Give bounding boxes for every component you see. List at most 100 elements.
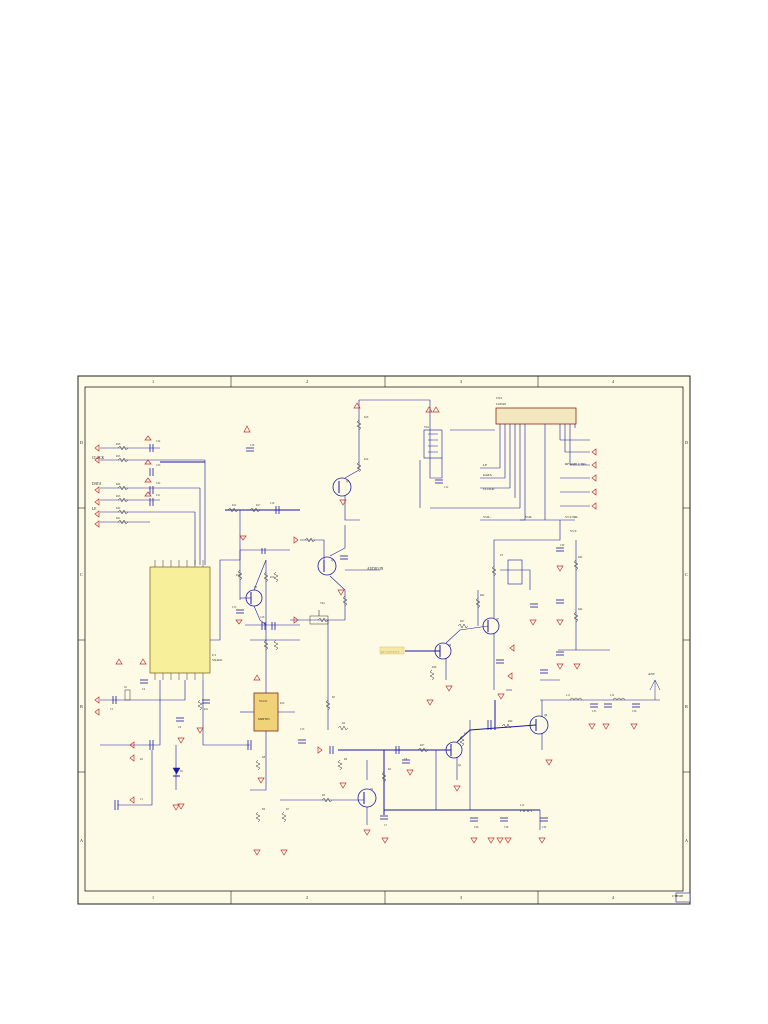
svg-text:C16: C16	[260, 616, 265, 619]
svg-text:Q8: Q8	[544, 714, 548, 717]
svg-text:R8: R8	[262, 756, 266, 759]
svg-text:C18: C18	[250, 444, 255, 447]
svg-text:R22: R22	[116, 507, 121, 510]
svg-text:R15: R15	[236, 574, 241, 577]
svg-text:R40: R40	[508, 720, 513, 723]
svg-text:Q6: Q6	[448, 644, 452, 647]
svg-text:R5: R5	[332, 696, 336, 699]
u1-part: SX4OL	[212, 658, 223, 662]
row-label-C-right: C	[685, 572, 688, 577]
svg-text:R16: R16	[364, 416, 369, 419]
svg-text:D1: D1	[180, 770, 184, 773]
col-label-1-top: 1	[152, 379, 154, 384]
u1-ref: U1	[212, 653, 216, 657]
col-label-4-top: 4	[612, 379, 615, 384]
svg-text:L12: L12	[610, 694, 615, 697]
input-network: CLOCK DATA LE	[92, 435, 206, 565]
cn1-ref: CN1	[496, 396, 502, 400]
net-vcctrl: VCCTRL	[565, 515, 578, 519]
output-filter	[519, 679, 661, 813]
svg-text:R23: R23	[116, 495, 121, 498]
net-le-right: LE	[483, 463, 487, 467]
svg-text:C13: C13	[300, 728, 305, 731]
svg-text:R4: R4	[342, 722, 346, 725]
vco-module: VCO1 MRFS05	[240, 560, 295, 791]
svg-text:R21: R21	[116, 517, 121, 520]
svg-text:SW1: SW1	[424, 426, 430, 429]
svg-text:R17: R17	[256, 504, 261, 507]
col-label-1-bottom: 1	[152, 895, 154, 900]
svg-text:R2: R2	[388, 768, 392, 771]
crystal-section	[94, 658, 204, 811]
svg-text:R24: R24	[116, 483, 121, 486]
col-label-3-top: 3	[460, 379, 462, 384]
svg-text:R12: R12	[232, 504, 237, 507]
svg-text:C12: C12	[444, 486, 449, 489]
net-clock-left: CLOCK	[92, 456, 105, 460]
svg-text:C28: C28	[504, 826, 509, 829]
svg-text:U3: U3	[500, 554, 504, 557]
vco-part: MRFS05	[258, 717, 270, 721]
svg-text:Q5: Q5	[254, 586, 258, 589]
svg-text:C6: C6	[178, 726, 182, 729]
svg-text:C5: C5	[110, 708, 114, 711]
row-label-D-right: D	[685, 440, 688, 445]
resistors	[197, 419, 579, 823]
col-label-3-bottom: 3	[460, 895, 462, 900]
net-vol-right: VOL	[525, 515, 532, 519]
switch-block	[423, 429, 443, 479]
svg-text:C34: C34	[542, 826, 547, 829]
svg-text:C22: C22	[156, 482, 161, 485]
svg-text:C15: C15	[232, 606, 237, 609]
svg-text:C26: C26	[474, 826, 479, 829]
svg-text:C24: C24	[156, 440, 161, 443]
net-audio-in: AUDIO IN	[367, 567, 384, 571]
vco-ref: VCO1	[259, 699, 268, 703]
svg-text:R43: R43	[578, 556, 583, 559]
svg-text:C39: C39	[560, 544, 565, 547]
svg-text:R3: R3	[322, 794, 326, 797]
connector-cn1: CN1 CON20 LE DATA CLOCK VOL- VOL RF AMP …	[419, 396, 590, 521]
net-clock-right: CLOCK	[483, 487, 495, 491]
footer-box	[675, 892, 691, 903]
svg-text:C19: C19	[270, 502, 275, 505]
svg-text:R13: R13	[270, 576, 275, 579]
row-label-D-left: D	[80, 440, 83, 445]
capacitors	[202, 447, 640, 822]
cn1-part: CON20	[496, 402, 506, 406]
svg-text:L11: L11	[566, 694, 571, 697]
trimmer	[309, 610, 329, 625]
svg-text:Q1: Q1	[458, 764, 462, 767]
row-label-B-right: B	[685, 704, 688, 709]
ground-symbols	[177, 402, 638, 856]
svg-text:L13: L13	[520, 804, 525, 807]
row-label-C-left: C	[80, 572, 83, 577]
net-data-right: DATA	[483, 473, 492, 477]
row-label-A-right: A	[685, 838, 688, 843]
svg-text:R1: R1	[140, 758, 144, 761]
svg-text:C36: C36	[632, 710, 637, 713]
svg-text:R6: R6	[344, 758, 348, 761]
net-data-left: DATA	[92, 482, 102, 486]
svg-text:X1: X1	[124, 686, 128, 689]
net-rf-ampctrl: RF AMP CTRL	[565, 462, 587, 466]
svg-text:R9: R9	[262, 808, 266, 811]
ic-u1: U1 SX4OL	[149, 461, 250, 746]
net-antenna: ANT	[648, 672, 656, 676]
net-vol-left: VOL-	[483, 515, 491, 519]
svg-text:Q4: Q4	[346, 480, 350, 483]
col-label-2-top: 2	[306, 379, 308, 384]
row-label-B-left: B	[80, 704, 83, 709]
svg-text:R14: R14	[364, 458, 369, 461]
svg-text:C35: C35	[592, 710, 597, 713]
svg-text:R11: R11	[204, 708, 209, 711]
row-label-A-left: A	[80, 838, 83, 843]
svg-text:C4: C4	[142, 688, 146, 691]
col-label-4-bottom: 4	[612, 895, 615, 900]
net-vcc: VCC	[570, 529, 578, 533]
svg-text:R10: R10	[280, 702, 285, 705]
svg-text:C8: C8	[404, 758, 408, 761]
svg-text:R25: R25	[116, 455, 121, 458]
